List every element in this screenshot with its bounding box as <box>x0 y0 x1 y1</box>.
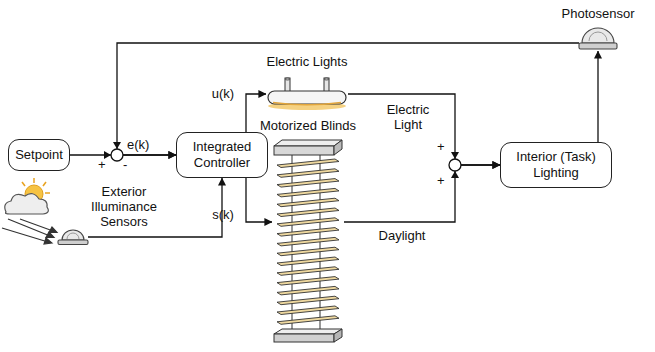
signal-label: Electric Light <box>378 102 438 132</box>
lamp-icon <box>266 78 348 110</box>
signal-connector <box>597 51 598 142</box>
photosensor: Photosensor <box>579 27 617 51</box>
blinds-icon <box>272 140 344 345</box>
controller-box: Integrated Controller <box>176 132 268 178</box>
photosensor-icon <box>579 27 617 51</box>
node-label: Photosensor <box>553 6 643 21</box>
signal-label: Daylight <box>370 228 434 243</box>
illuminance-sensor-icon <box>58 229 88 245</box>
summing-junction <box>449 152 461 178</box>
setpoint-box: Setpoint <box>8 139 70 171</box>
node-label: Electric Lights <box>247 54 367 69</box>
signal-connector <box>246 178 272 222</box>
electric-lights: Electric Lights <box>266 78 348 110</box>
signal-label: e(k) <box>127 137 149 152</box>
sign-label: + <box>437 173 445 188</box>
signal-connector <box>344 165 500 222</box>
node-label: Exterior Illuminance Sensors <box>86 184 162 229</box>
sign-label: + <box>437 139 445 154</box>
node-label: Integrated Controller <box>182 139 262 171</box>
sign-label: - <box>123 157 127 172</box>
exterior-sensor: Exterior Illuminance Sensors <box>58 229 88 245</box>
motorized-blinds: Motorized Blinds <box>272 140 344 345</box>
interior-lighting-box: Interior (Task) Lighting <box>500 142 612 188</box>
node-label: Motorized Blinds <box>243 118 373 133</box>
node-label: Setpoint <box>15 147 63 163</box>
daylight-rays <box>2 219 57 244</box>
sun-cloud <box>5 178 50 214</box>
node-label: Interior (Task) Lighting <box>506 149 606 181</box>
summing-junction <box>104 142 123 161</box>
signal-connector <box>348 94 500 165</box>
signal-label: s(k) <box>206 207 240 222</box>
signal-label: u(k) <box>206 86 240 101</box>
sign-label: + <box>98 157 106 172</box>
